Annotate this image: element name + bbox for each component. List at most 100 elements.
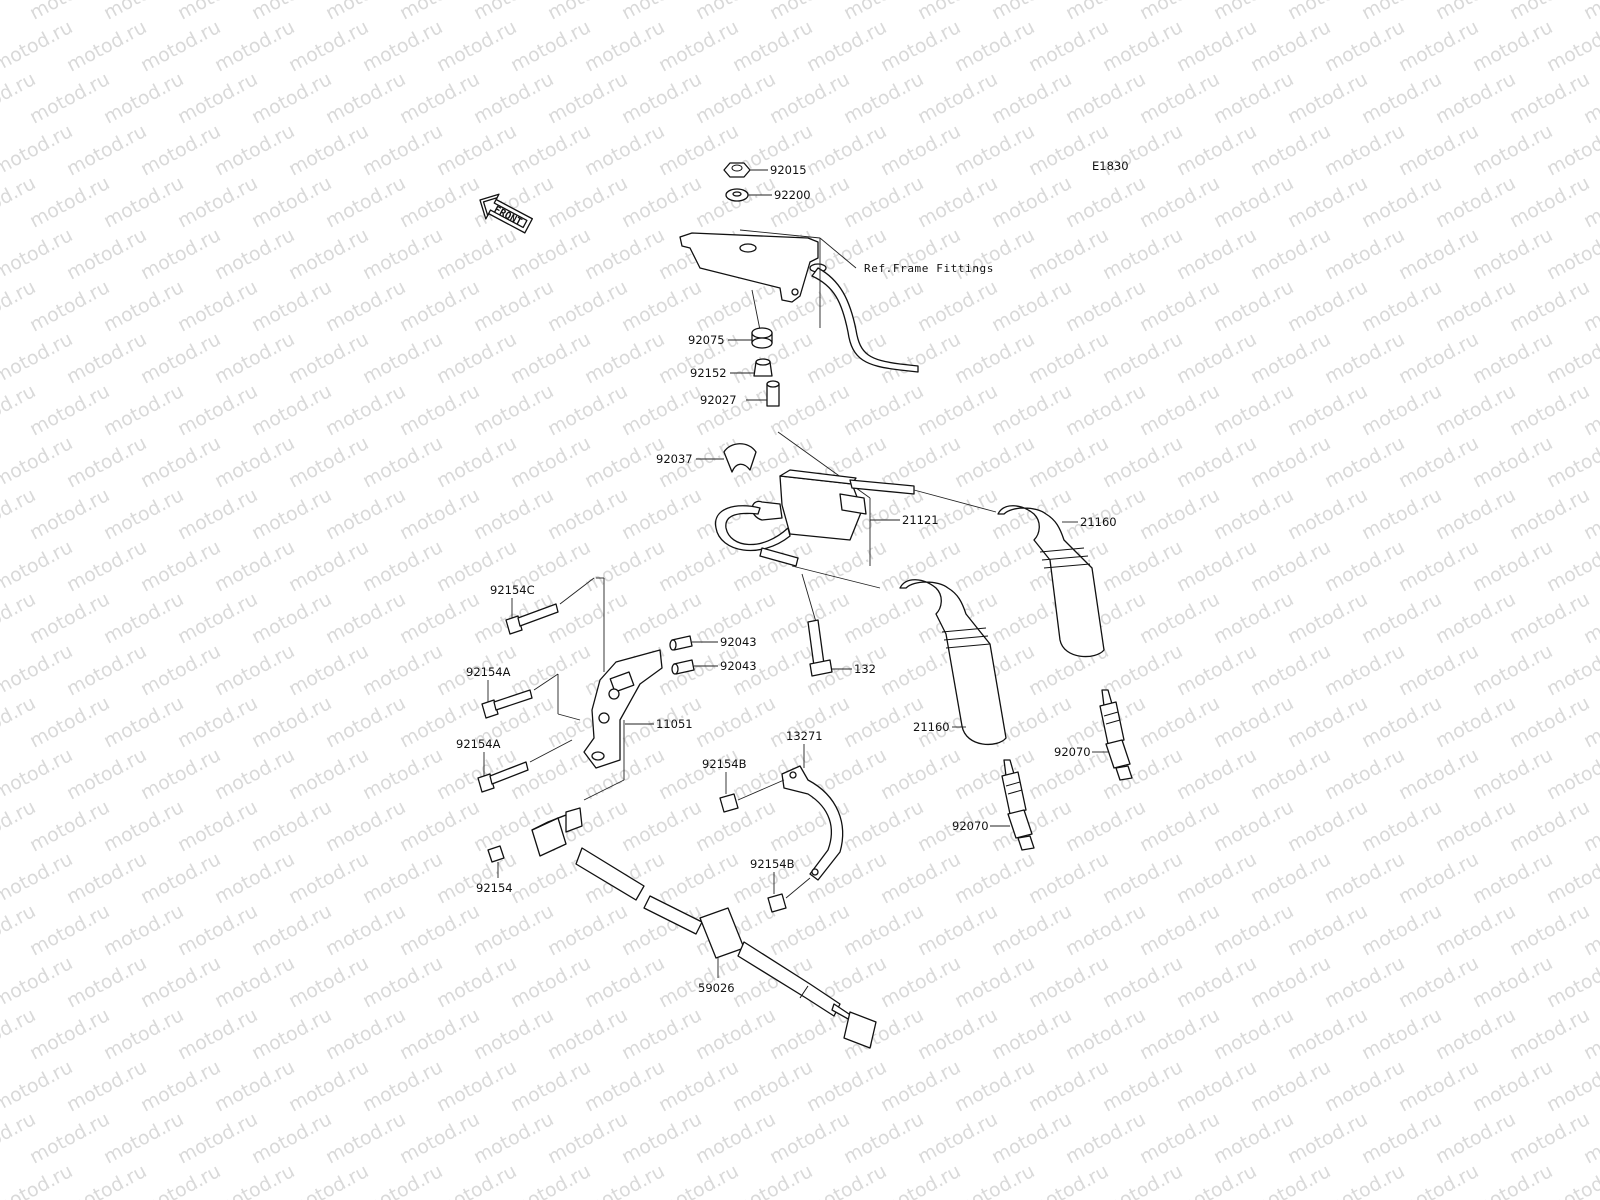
- watermark-text: motod.ru: [1432, 796, 1519, 856]
- watermark-text: motod.ru: [951, 328, 1038, 388]
- watermark-text: motod.ru: [1247, 848, 1334, 908]
- watermark-text: motod.ru: [248, 796, 335, 856]
- watermark-text: motod.ru: [248, 172, 335, 232]
- watermark-text: motod.ru: [211, 120, 298, 180]
- watermark-text: motod.ru: [359, 16, 446, 76]
- watermark-text: motod.ru: [285, 1056, 372, 1116]
- watermark-text: motod.ru: [1506, 0, 1593, 24]
- watermark-text: motod.ru: [1136, 276, 1223, 336]
- bolt-92154B-1: [719, 793, 739, 813]
- watermark-text: motod.ru: [1173, 744, 1260, 804]
- watermark-text: motod.ru: [63, 640, 150, 700]
- watermark-text: motod.ru: [1321, 432, 1408, 492]
- watermark-text: motod.ru: [951, 432, 1038, 492]
- watermark-text: motod.ru: [507, 744, 594, 804]
- watermark-text: motod.ru: [211, 1056, 298, 1116]
- watermark-text: motod.ru: [211, 952, 298, 1012]
- watermark-text: motod.ru: [137, 952, 224, 1012]
- watermark-text: motod.ru: [211, 536, 298, 596]
- watermark-text: motod.ru: [1136, 796, 1223, 856]
- watermark-text: motod.ru: [1432, 692, 1519, 752]
- watermark-text: motod.ru: [1395, 328, 1482, 388]
- watermark-text: motod.ru: [803, 1056, 890, 1116]
- watermark-text: motod.ru: [63, 744, 150, 804]
- watermark-text: motod.ru: [507, 328, 594, 388]
- label-92154C: 92154C: [490, 583, 535, 597]
- watermark-text: motod.ru: [1284, 692, 1371, 752]
- watermark-text: motod.ru: [1284, 588, 1371, 648]
- watermark-text: motod.ru: [211, 328, 298, 388]
- ref-frame-fittings: Ref.Frame Fittings: [864, 262, 994, 275]
- watermark-text: motod.ru: [1395, 952, 1482, 1012]
- watermark-text: motod.ru: [507, 224, 594, 284]
- watermark-text: motod.ru: [174, 1004, 261, 1064]
- watermark-text: motod.ru: [1284, 900, 1371, 960]
- watermark-text: motod.ru: [544, 380, 631, 440]
- watermark-text: motod.ru: [877, 952, 964, 1012]
- watermark-text: motod.ru: [100, 588, 187, 648]
- diagram-code: E1830: [1092, 159, 1129, 173]
- watermark-text: motod.ru: [1543, 952, 1600, 1012]
- watermark-text: motod.ru: [1210, 1004, 1297, 1064]
- watermark-text: motod.ru: [951, 744, 1038, 804]
- watermark-text: motod.ru: [1099, 952, 1186, 1012]
- watermark-text: motod.ru: [1062, 276, 1149, 336]
- watermark-text: motod.ru: [26, 380, 113, 440]
- watermark-text: motod.ru: [1469, 224, 1556, 284]
- watermark-text: motod.ru: [1432, 0, 1519, 24]
- grommet-92075: [751, 327, 773, 349]
- watermark-text: motod.ru: [211, 640, 298, 700]
- watermark-text: motod.ru: [359, 640, 446, 700]
- watermark-text: motod.ru: [396, 172, 483, 232]
- watermark-text: motod.ru: [285, 224, 372, 284]
- watermark-text: motod.ru: [1395, 744, 1482, 804]
- bolt-92154A-1: [481, 689, 533, 719]
- watermark-text: motod.ru: [359, 952, 446, 1012]
- watermark-text: motod.ru: [1469, 744, 1556, 804]
- watermark-text: motod.ru: [544, 0, 631, 24]
- watermark-text: motod.ru: [174, 276, 261, 336]
- watermark-text: motod.ru: [211, 432, 298, 492]
- watermark-text: motod.ru: [1284, 1108, 1371, 1168]
- label-92015: 92015: [770, 163, 807, 177]
- watermark-text: motod.ru: [1321, 848, 1408, 908]
- watermark-text: motod.ru: [692, 380, 779, 440]
- watermark-text: motod.ru: [248, 484, 335, 544]
- watermark-text: motod.ru: [174, 692, 261, 752]
- watermark-text: motod.ru: [1284, 484, 1371, 544]
- watermark-text: motod.ru: [1210, 172, 1297, 232]
- watermark-text: motod.ru: [470, 484, 557, 544]
- collar-92027: [766, 380, 780, 407]
- watermark-text: motod.ru: [729, 1160, 816, 1200]
- label-21160-left: 21160: [913, 720, 950, 734]
- watermark-text: motod.ru: [322, 692, 409, 752]
- watermark-text: motod.ru: [100, 0, 187, 24]
- watermark-text: motod.ru: [137, 640, 224, 700]
- watermark-text: motod.ru: [285, 952, 372, 1012]
- watermark-text: motod.ru: [1469, 1056, 1556, 1116]
- watermark-text: motod.ru: [1173, 848, 1260, 908]
- watermark-text: motod.ru: [1395, 16, 1482, 76]
- watermark-text: motod.ru: [951, 16, 1038, 76]
- watermark-text: motod.ru: [470, 1108, 557, 1168]
- watermark-text: motod.ru: [1321, 536, 1408, 596]
- watermark-text: motod.ru: [1321, 1056, 1408, 1116]
- label-132: 132: [854, 662, 876, 676]
- watermark-text: motod.ru: [100, 172, 187, 232]
- watermark-text: motod.ru: [100, 484, 187, 544]
- watermark-text: motod.ru: [1543, 120, 1600, 180]
- watermark-text: motod.ru: [1395, 1160, 1482, 1200]
- watermark-text: motod.ru: [1284, 172, 1371, 232]
- watermark-text: motod.ru: [396, 796, 483, 856]
- watermark-text: motod.ru: [433, 1160, 520, 1200]
- watermark-text: motod.ru: [840, 68, 927, 128]
- watermark-text: motod.ru: [174, 68, 261, 128]
- bolt-92154A-2: [477, 761, 529, 793]
- watermark-text: motod.ru: [359, 224, 446, 284]
- watermark-text: motod.ru: [840, 1108, 927, 1168]
- watermark-text: motod.ru: [1136, 380, 1223, 440]
- watermark-text: motod.ru: [581, 224, 668, 284]
- watermark-text: motod.ru: [1284, 276, 1371, 336]
- watermark-text: motod.ru: [1025, 952, 1112, 1012]
- bolt-92154C: [505, 603, 559, 635]
